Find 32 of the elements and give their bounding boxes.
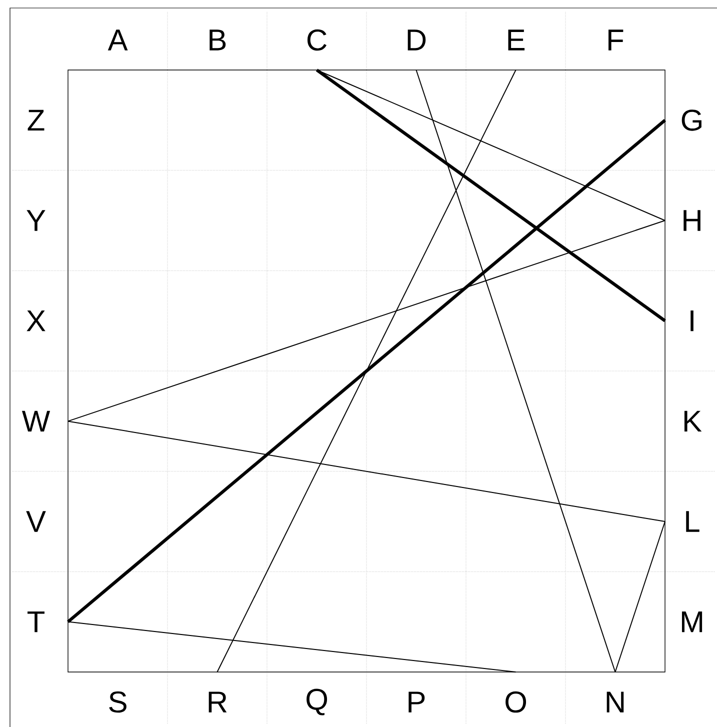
grid-letter: S — [109, 691, 126, 713]
line — [68, 420, 666, 522]
line — [614, 521, 666, 672]
grid-letter: Z — [28, 110, 44, 131]
grid-letter: Q — [306, 688, 328, 716]
grid-letter: P — [408, 692, 425, 712]
line — [68, 621, 516, 672]
grid-letter: T — [28, 611, 44, 632]
grid-letter: F — [608, 30, 624, 50]
grid-letter: L — [686, 511, 700, 532]
grid-letter: M — [682, 611, 702, 632]
grid-letter: E — [508, 30, 525, 50]
grid-letter: N — [606, 692, 624, 712]
grid-letter: I — [690, 310, 694, 332]
grid-letter: O — [506, 691, 526, 713]
grid-letter: X — [26, 310, 46, 332]
line — [66, 118, 666, 624]
grid-letter: G — [682, 110, 702, 131]
grid-letter: W — [22, 410, 50, 432]
grid-letter: H — [684, 210, 700, 231]
line — [416, 70, 616, 672]
grid-letter: C — [308, 29, 326, 51]
grid-letter: K — [684, 410, 702, 432]
line — [216, 70, 516, 672]
grid-letter: B — [210, 30, 226, 50]
line — [316, 68, 666, 322]
grid-letter: V — [26, 511, 46, 532]
grid-letter: A — [108, 30, 128, 50]
grid-letter: Y — [26, 210, 46, 231]
grid-letter: R — [208, 692, 227, 712]
grid-letter: D — [408, 30, 426, 50]
line — [68, 220, 666, 422]
